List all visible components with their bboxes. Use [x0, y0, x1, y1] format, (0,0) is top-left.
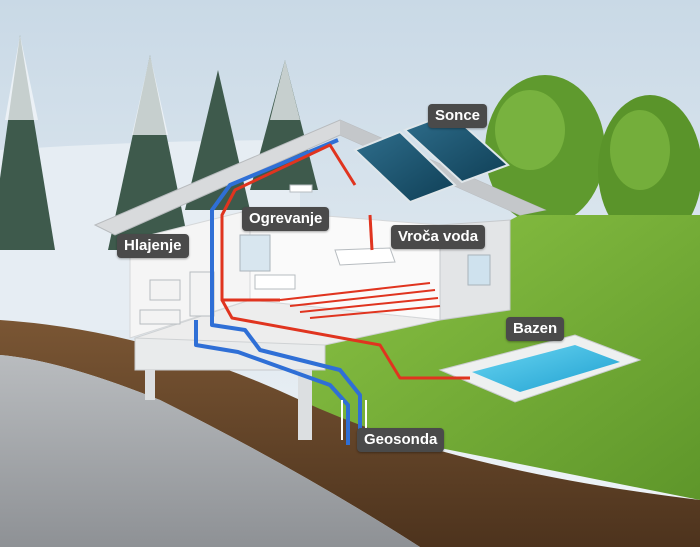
swimming-pool — [438, 334, 642, 403]
hot-pipes — [220, 143, 470, 380]
label-vroca-voda: Vroča voda — [391, 225, 486, 249]
label-bazen: Bazen — [506, 317, 565, 341]
deciduous-trees — [485, 75, 700, 315]
label-hlajenje: Hlajenje — [117, 234, 189, 258]
floor-heating-pipes — [279, 282, 441, 319]
label-sonce: Sonce — [428, 104, 488, 128]
interior-fixtures — [139, 184, 396, 325]
cold-pipes — [194, 138, 362, 445]
label-geosonda: Geosonda — [357, 428, 445, 452]
underground — [0, 355, 420, 547]
label-ogrevanje: Ogrevanje — [242, 207, 330, 231]
